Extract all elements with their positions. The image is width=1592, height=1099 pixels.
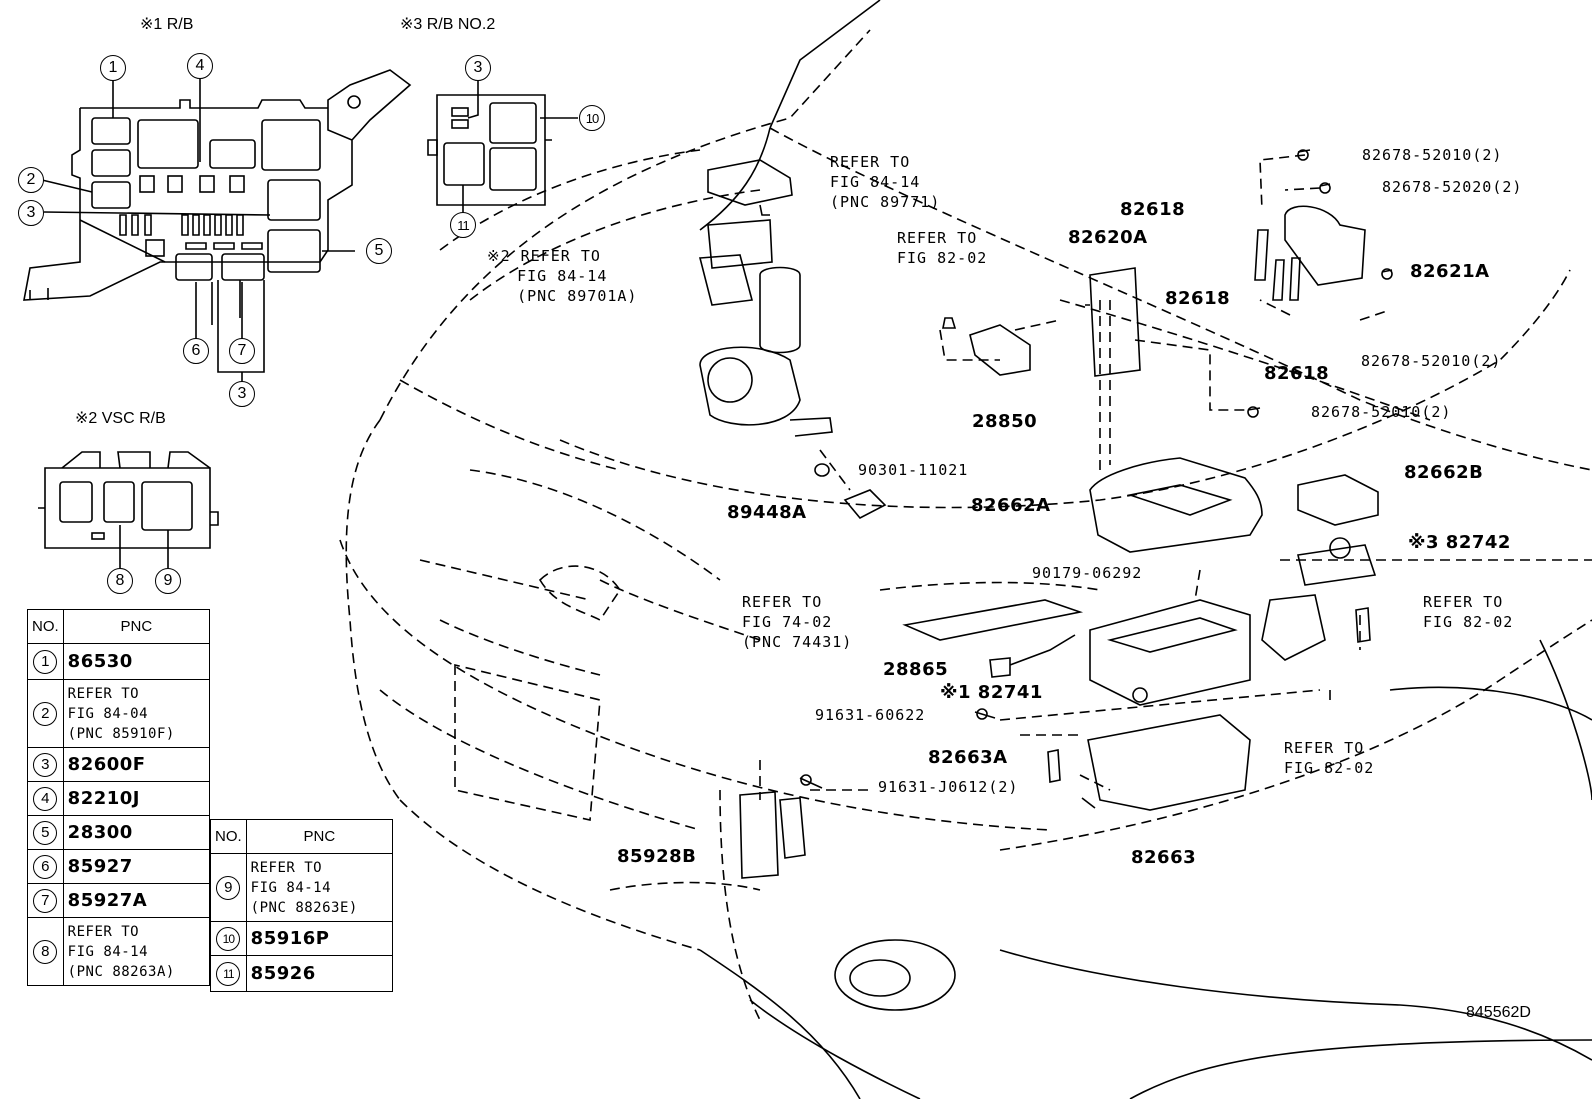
row-pnc: REFER TO FIG 84-14 (PNC 88263A) — [62, 917, 211, 986]
part-82618-top: 82618 — [1120, 199, 1186, 220]
row-number: 7 — [33, 888, 58, 913]
row-pnc: 85927 — [62, 849, 211, 884]
vsc-relay-block-header: ※2 VSC R/B — [75, 410, 166, 427]
row-pnc: 82600F — [62, 747, 211, 782]
callout-1: 1 — [100, 55, 126, 81]
relay-block-2-drawing — [427, 80, 578, 213]
part-82741: ※1 82741 — [940, 682, 1043, 703]
row-pnc: 85926 — [245, 955, 394, 992]
part-82678-52010-b: 82678-52010(2) — [1361, 352, 1502, 370]
part-82678-52020: 82678-52020(2) — [1382, 178, 1523, 196]
row-number: 5 — [33, 820, 58, 845]
part-90301-11021: 90301-11021 — [858, 461, 969, 479]
part-91631-j0612: 91631-J0612(2) — [878, 778, 1019, 796]
part-82618-bottom: 82618 — [1264, 363, 1330, 384]
part-82742: ※3 82742 — [1408, 532, 1511, 553]
row-number: 10 — [216, 926, 241, 951]
pnc-table-2: NO. PNC 9 REFER TO FIG 84-14 (PNC 88263E… — [210, 819, 394, 992]
ref-label-82-02-right: REFER TO FIG 82-02 — [1423, 593, 1514, 631]
table-row: 5 28300 — [27, 815, 211, 850]
callout-4: 4 — [187, 53, 213, 79]
row-pnc: REFER TO FIG 84-14 (PNC 88263E) — [245, 853, 394, 922]
part-89448a: 89448A — [727, 502, 807, 523]
callout-3-rb2: 3 — [465, 55, 491, 81]
row-number: 8 — [33, 939, 58, 964]
table-row: 2 REFER TO FIG 84-04 (PNC 85910F) — [27, 679, 211, 748]
row-number: 2 — [33, 701, 58, 726]
part-28850: 28850 — [972, 411, 1038, 432]
ref-label-89771: REFER TO FIG 84-14 (PNC 89771) — [830, 153, 941, 211]
part-90179-06292: 90179-06292 — [1032, 564, 1143, 582]
callout-8: 8 — [107, 568, 133, 594]
table-row: 4 82210J — [27, 781, 211, 816]
callout-10: 10 — [579, 105, 605, 131]
pnc-table-1: NO. PNC 1 86530 2 REFER TO FIG 84-04 (PN… — [27, 609, 211, 986]
callout-3: 3 — [18, 200, 44, 226]
table-1-header-no: NO. — [27, 609, 64, 644]
callout-9: 9 — [155, 568, 181, 594]
figure-id: 845562D — [1466, 1004, 1531, 1021]
part-82620a: 82620A — [1068, 227, 1148, 248]
row-number: 1 — [33, 649, 58, 674]
row-pnc: 82210J — [62, 781, 211, 816]
part-82662b: 82662B — [1404, 462, 1484, 483]
table-row: 6 85927 — [27, 849, 211, 884]
table-row: 7 85927A — [27, 883, 211, 918]
row-number: 9 — [216, 875, 241, 900]
row-pnc: 85916P — [245, 921, 394, 956]
callout-2: 2 — [18, 167, 44, 193]
part-82618-mid: 82618 — [1165, 288, 1231, 309]
table-row: 3 82600F — [27, 747, 211, 782]
ref-label-74431: REFER TO FIG 74-02 (PNC 74431) — [742, 593, 853, 651]
row-number: 3 — [33, 752, 58, 777]
part-82678-52010-c: 82678-52010(2) — [1311, 403, 1452, 421]
part-82663a: 82663A — [928, 747, 1008, 768]
callout-11: 11 — [450, 212, 476, 238]
relay-block-1-header: ※1 R/B — [140, 16, 194, 33]
part-82678-52010-a: 82678-52010(2) — [1362, 146, 1503, 164]
callout-3-lower: 3 — [229, 381, 255, 407]
table-2-header-pnc: PNC — [245, 819, 394, 854]
row-number: 11 — [216, 961, 241, 986]
part-91631-60622: 91631-60622 — [815, 706, 926, 724]
row-pnc: 28300 — [62, 815, 211, 850]
part-82621a: 82621A — [1410, 261, 1490, 282]
row-number: 4 — [33, 786, 58, 811]
row-number: 6 — [33, 854, 58, 879]
callout-5: 5 — [366, 238, 392, 264]
row-pnc: REFER TO FIG 84-04 (PNC 85910F) — [62, 679, 211, 748]
vehicle-body-outline — [339, 29, 1592, 1021]
relay-block-2-header: ※3 R/B NO.2 — [400, 16, 496, 33]
part-82662a: 82662A — [971, 495, 1051, 516]
relay-block-1-drawing — [23, 69, 412, 325]
part-82663: 82663 — [1131, 847, 1197, 868]
table-row: 10 85916P — [210, 921, 394, 956]
callout-7: 7 — [229, 338, 255, 364]
vsc-relay-block-drawing — [38, 451, 219, 568]
table-row: 1 86530 — [27, 643, 211, 680]
callout-6: 6 — [183, 338, 209, 364]
ref-label-82-02-top: REFER TO FIG 82-02 — [897, 229, 988, 267]
table-row: 9 REFER TO FIG 84-14 (PNC 88263E) — [210, 853, 394, 922]
table-row: 8 REFER TO FIG 84-14 (PNC 88263A) — [27, 917, 211, 986]
row-pnc: 86530 — [62, 643, 211, 680]
part-85928b: 85928B — [617, 846, 697, 867]
row-pnc: 85927A — [62, 883, 211, 918]
ref-label-82-02-bottom: REFER TO FIG 82-02 — [1284, 739, 1375, 777]
ref-label-89701a: ※2 REFER TO FIG 84-14 (PNC 89701A) — [487, 247, 638, 305]
table-row: 11 85926 — [210, 955, 394, 992]
table-1-header-pnc: PNC — [62, 609, 211, 644]
part-28865: 28865 — [883, 659, 949, 680]
table-2-header-no: NO. — [210, 819, 247, 854]
